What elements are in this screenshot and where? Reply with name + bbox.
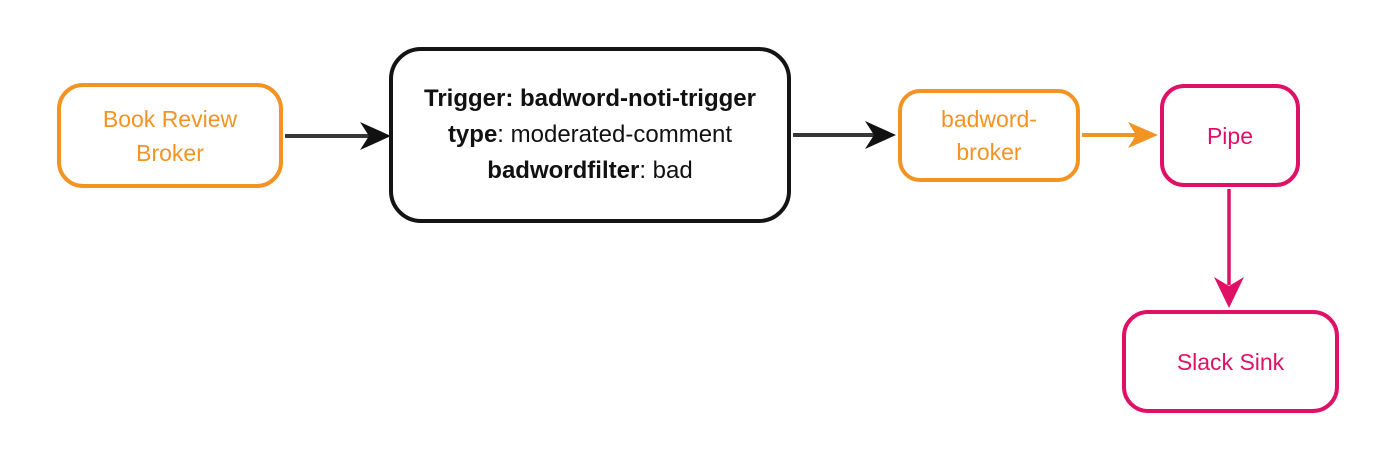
node-trigger-details: Trigger: badword-noti-trigger type: mode…: [389, 47, 791, 223]
arrowhead-down-icon: [1214, 277, 1244, 308]
trigger-line-1: Trigger: badword-noti-trigger: [424, 81, 756, 117]
arrowhead-right-icon: [1128, 122, 1158, 148]
edge-trigger-to-badword-broker: [793, 121, 896, 149]
trigger-line-3: badwordfilter: bad: [487, 153, 692, 189]
node-pipe: Pipe: [1160, 84, 1300, 187]
node-label: Slack Sink: [1176, 348, 1285, 375]
node-label-line: badword-: [941, 105, 1037, 132]
node-label-line: Book Review: [102, 105, 238, 132]
trigger-line-1-bold: Trigger: badword-noti-trigger: [424, 85, 756, 112]
edge-pipe-to-slack-sink: [1214, 189, 1244, 308]
edge-book-review-broker-to-trigger: [285, 122, 391, 150]
arrowhead-right-icon: [865, 121, 896, 149]
edge-badword-broker-to-pipe: [1082, 122, 1158, 148]
node-slack-sink: Slack Sink: [1122, 310, 1339, 413]
node-badword-broker: badword- broker: [898, 89, 1080, 182]
trigger-line-3-rest: : bad: [639, 157, 693, 184]
node-label: Pipe: [1206, 122, 1254, 149]
node-book-review-broker: Book Review Broker: [57, 83, 283, 188]
trigger-line-2: type: moderated-comment: [448, 117, 732, 153]
trigger-line-3-bold: badwordfilter: [487, 157, 640, 184]
trigger-line-2-bold: type: [447, 121, 498, 148]
arrowhead-right-icon: [360, 122, 391, 150]
node-label-line: broker: [956, 138, 1022, 165]
trigger-line-2-rest: : moderated-comment: [497, 121, 733, 148]
node-label-line: Broker: [136, 139, 204, 166]
